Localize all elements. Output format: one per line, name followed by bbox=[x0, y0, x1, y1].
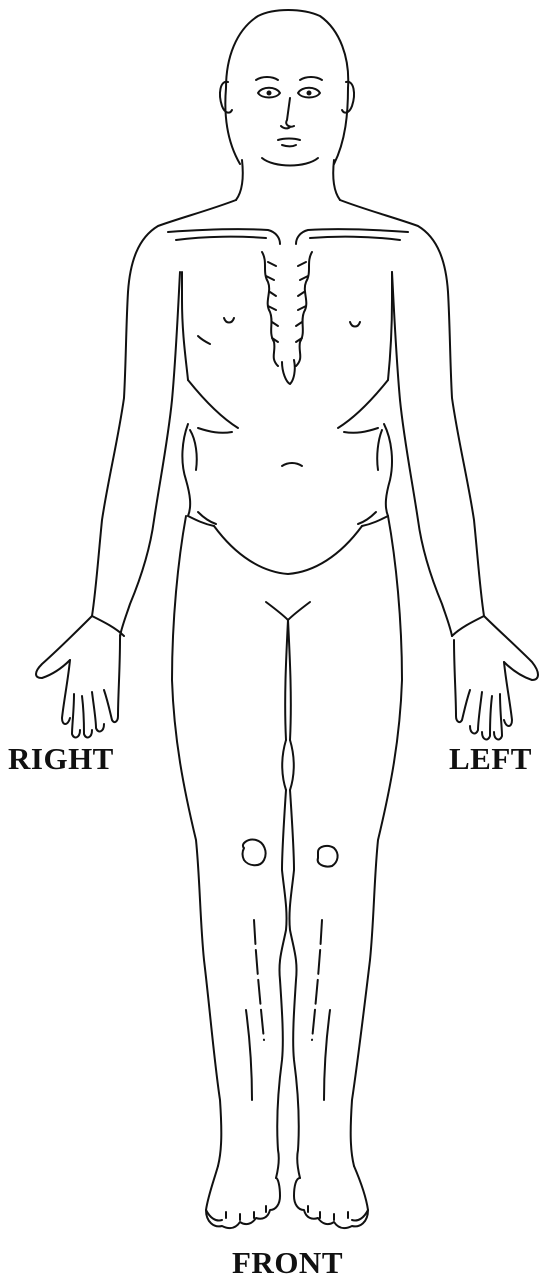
navel bbox=[282, 463, 302, 466]
chest bbox=[168, 229, 408, 384]
left-kneecap bbox=[318, 846, 338, 867]
feet bbox=[206, 1166, 368, 1228]
right-kneecap bbox=[243, 840, 266, 866]
front-view-label: FRONT bbox=[232, 1247, 343, 1278]
abdomen bbox=[182, 272, 392, 574]
head bbox=[220, 10, 354, 166]
right-side-label: RIGHT bbox=[8, 743, 114, 774]
left-nipple bbox=[350, 322, 360, 327]
left-side-label: LEFT bbox=[449, 743, 532, 774]
legs bbox=[172, 516, 402, 1178]
right-nipple bbox=[224, 318, 234, 323]
